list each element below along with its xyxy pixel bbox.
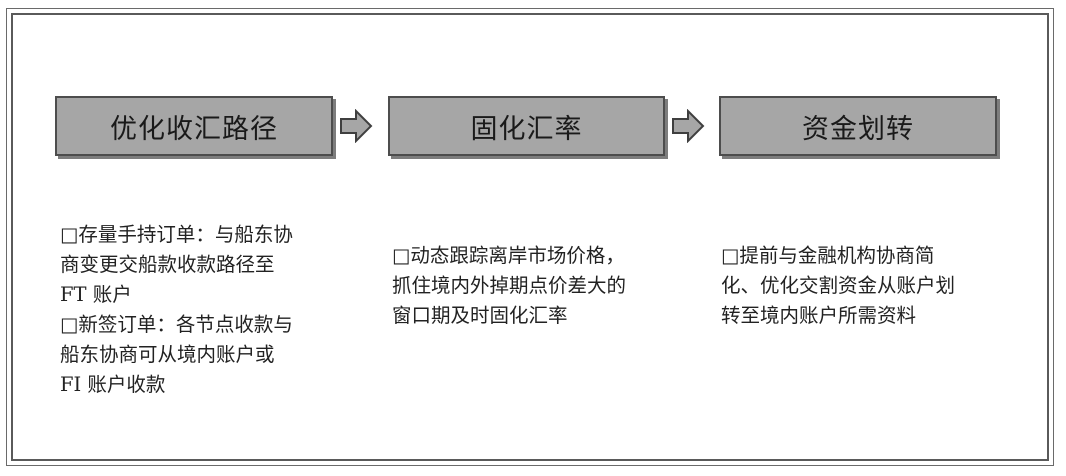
description-fund-transfer: □提前与金融机构协商简 化、优化交割资金从账户划 转至境内账户所需资料 [721, 241, 955, 331]
step-label: 优化收汇路径 [110, 113, 278, 145]
step-box-optimize-collection-path: 优化收汇路径 [55, 96, 333, 156]
step-label: 资金划转 [802, 113, 914, 145]
description-line: 转至境内账户所需资料 [721, 304, 917, 327]
description-line: FT 账户 [60, 283, 132, 306]
description-line: 抓住境内外掉期点价差大的 [392, 274, 627, 297]
description-line: 船东协商可从境内账户或 [60, 343, 275, 366]
inner-frame [11, 13, 1049, 461]
description-line: □新签订单：各节点收款与 [60, 313, 293, 336]
description-fix-exchange-rate: □动态跟踪离岸市场价格， 抓住境内外掉期点价差大的 窗口期及时固化汇率 [392, 241, 626, 331]
step-label: 固化汇率 [470, 113, 583, 145]
description-line: FI 账户收款 [60, 373, 166, 396]
description-line: 化、优化交割资金从账户划 [721, 274, 956, 297]
step-box-fix-exchange-rate: 固化汇率 [388, 96, 665, 156]
step-box-fund-transfer: 资金划转 [719, 96, 997, 156]
outer-frame [6, 8, 1054, 466]
description-line: □动态跟踪离岸市场价格， [392, 244, 625, 267]
description-line: □存量手持订单：与船东协 [60, 223, 293, 246]
description-line: 窗口期及时固化汇率 [392, 304, 568, 327]
description-line: □提前与金融机构协商简 [721, 244, 935, 267]
right-arrow-icon [672, 109, 705, 143]
right-arrow-icon [340, 109, 373, 143]
description-optimize-collection-path: □存量手持订单：与船东协 商变更交船款收款路径至 FT 账户 □新签订单：各节点… [60, 220, 293, 400]
description-line: 商变更交船款收款路径至 [60, 253, 275, 276]
